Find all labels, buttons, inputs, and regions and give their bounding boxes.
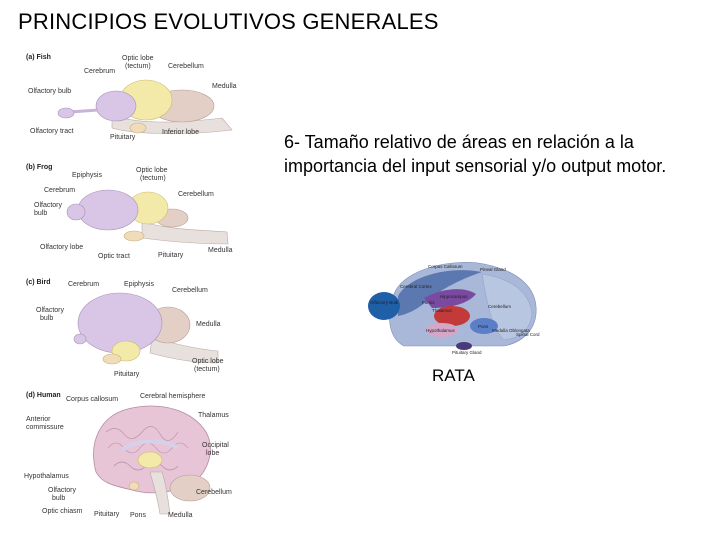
rat-label: Olfactory Bulb [370, 300, 399, 305]
bird-label: (tectum) [194, 366, 220, 373]
rat-label: Medulla Oblongata [492, 328, 530, 333]
fish-label: Optic lobe [122, 55, 154, 62]
fish-label: Olfactory tract [30, 128, 74, 135]
fish-brain-panel: (a) Fish Optic lobe (tectum) Cerebellum … [22, 50, 242, 155]
human-label: Pons [130, 512, 146, 519]
frog-label: bulb [34, 210, 47, 217]
frog-label: Cerebellum [178, 191, 214, 198]
fish-label: Medulla [212, 83, 237, 90]
fish-label: Inferior lobe [162, 129, 199, 136]
human-label: Optic chiasm [42, 508, 83, 515]
rat-label: Cerebral Cortex [400, 284, 433, 289]
fish-heading: (a) Fish [26, 54, 51, 61]
human-label: Olfactory [48, 487, 77, 494]
human-label: Cerebellum [196, 489, 232, 496]
fish-olfactory-bulb-shape [57, 107, 75, 119]
rat-label: Pineal Gland [480, 267, 506, 272]
bird-brain-panel: (c) Bird Cerebrum Epiphysis Cerebellum O… [22, 275, 242, 385]
rat-label: Pituitary Gland [452, 350, 482, 355]
slide-body-text: 6- Tamaño relativo de áreas en relación … [284, 132, 667, 176]
frog-heading: (b) Frog [26, 164, 52, 171]
frog-olfactory-bulb-shape [66, 203, 86, 221]
rat-olfactory-bulb-shape [368, 292, 400, 320]
fish-cerebrum-shape [95, 90, 137, 122]
fish-label: Cerebellum [168, 63, 204, 70]
frog-label: Cerebrum [44, 187, 75, 194]
human-heading: (d) Human [26, 392, 61, 399]
rat-label: Spinal Cord [516, 332, 540, 337]
rat-label: Hypothalamus [426, 328, 456, 333]
bird-medulla-shape [149, 336, 219, 364]
fish-brain-illustration: (a) Fish Optic lobe (tectum) Cerebellum … [26, 54, 237, 141]
bird-label: Cerebellum [172, 287, 208, 294]
human-brainstem-shape [149, 471, 171, 515]
rat-pons-shape [470, 318, 498, 334]
human-label: Corpus callosum [66, 396, 118, 403]
frog-brain-panel: (b) Frog Epiphysis Optic lobe (tectum) C… [22, 160, 242, 265]
frog-label: Optic lobe [136, 167, 168, 174]
frog-pituitary-shape [123, 230, 145, 242]
bird-label: bulb [40, 315, 53, 322]
human-label: bulb [52, 495, 65, 502]
human-brain-panel: (d) Human Corpus callosum Cerebral hemis… [22, 388, 242, 528]
bird-pituitary-shape [102, 353, 122, 365]
fish-label: Pituitary [110, 134, 136, 141]
rat-label: Cerebellum [488, 304, 511, 309]
human-label: Anterior [26, 416, 51, 423]
bird-label: Cerebrum [68, 281, 99, 288]
rat-thalamus-shape [434, 306, 470, 326]
rat-hypothalamus-shape [426, 323, 458, 337]
frog-cerebrum-shape [77, 189, 139, 231]
frog-label: Olfactory lobe [40, 244, 83, 251]
frog-label: Pituitary [158, 252, 184, 259]
rat-label: Fornix [422, 300, 435, 305]
rat-hippocampus-shape [424, 289, 476, 308]
frog-brain-illustration: (b) Frog Epiphysis Optic lobe (tectum) C… [26, 164, 233, 260]
human-label: commissure [26, 424, 64, 431]
human-pituitary-shape [128, 481, 140, 491]
rat-label: Corpus Callosum [428, 264, 463, 269]
human-label: Occipital [202, 442, 229, 449]
bird-heading: (c) Bird [26, 279, 51, 286]
human-label: Thalamus [198, 412, 229, 419]
fish-label: Cerebrum [84, 68, 115, 75]
human-label: Pituitary [94, 511, 120, 518]
bird-label: Epiphysis [124, 281, 154, 288]
rat-label: Hippocampus [440, 294, 468, 299]
frog-label: Optic tract [98, 253, 130, 260]
human-thalamus-shape [137, 451, 163, 469]
bird-label: Medulla [196, 321, 221, 328]
frog-label: Olfactory [34, 202, 63, 209]
bird-label: Pituitary [114, 371, 140, 378]
rat-caption: RATA [432, 366, 475, 385]
rat-label: Pons [478, 324, 489, 329]
human-label: Cerebral hemisphere [140, 393, 205, 400]
rat-brain-illustration: Corpus Callosum Pineal Gland Cerebral Co… [368, 262, 540, 355]
human-label: Medulla [168, 512, 193, 519]
bird-brain-illustration: (c) Bird Cerebrum Epiphysis Cerebellum O… [26, 279, 224, 378]
frog-label: Epiphysis [72, 172, 102, 179]
fish-pituitary-shape [129, 122, 147, 134]
human-corpus-callosum-shape [120, 439, 180, 452]
rat-pituitary-shape [456, 342, 472, 350]
rat-cerebral-cortex-shape [398, 270, 482, 316]
human-label: Hypothalamus [24, 473, 69, 480]
bird-label: Optic lobe [192, 358, 224, 365]
rat-brain-panel: Corpus Callosum Pineal Gland Cerebral Co… [364, 258, 554, 361]
rat-label: Thalamus [432, 308, 453, 313]
fish-olfactory-tract-shape [69, 108, 99, 114]
human-brain-illustration: (d) Human Corpus callosum Cerebral hemis… [24, 392, 232, 519]
slide-title: PRINCIPIOS EVOLUTIVOS GENERALES [18, 9, 439, 34]
human-cerebellum-shape [169, 474, 211, 502]
frog-label: (tectum) [140, 175, 166, 182]
human-cerebral-hemisphere-shape [93, 405, 211, 494]
frog-label: Medulla [208, 247, 233, 254]
bird-label: Olfactory [36, 307, 65, 314]
fish-label: Olfactory bulb [28, 88, 71, 95]
frog-medulla-shape [141, 221, 229, 245]
bird-olfactory-bulb-shape [73, 333, 87, 345]
human-label: lobe [206, 450, 219, 457]
fish-label: (tectum) [125, 63, 151, 70]
